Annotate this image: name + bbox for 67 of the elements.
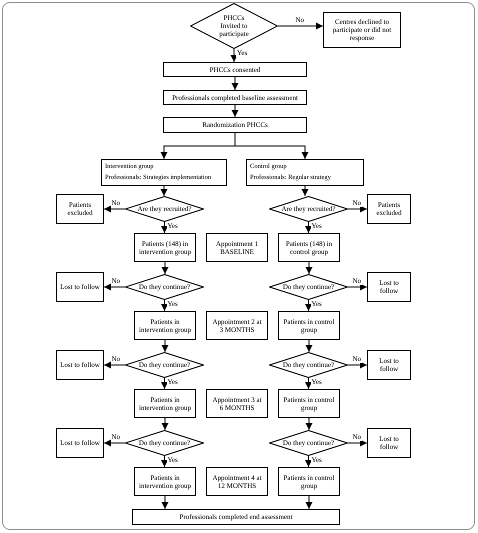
arrow [232,76,238,90]
arrow [234,132,308,160]
arrow [348,440,368,446]
arrow [302,186,308,196]
decision-diamond [269,430,348,456]
arrow [278,22,324,30]
process-box [367,350,411,380]
arrow [305,456,312,468]
process-box [323,12,401,48]
arrow [232,104,238,118]
process-box [163,90,307,105]
process-box [101,159,227,186]
process-box [163,62,307,77]
arrow [348,206,368,212]
process-box [134,389,196,418]
process-box [134,467,196,496]
process-box [278,467,340,496]
process-box [134,311,196,340]
decision-diamond [125,430,204,456]
decision-diamond [125,274,204,300]
process-box [56,428,104,458]
arrow [161,222,168,234]
process-box [278,311,340,340]
arrow [306,418,312,430]
arrow [305,378,312,390]
process-box [206,311,268,340]
arrow [306,496,312,510]
process-box [367,428,411,458]
decision-diamond [269,196,348,222]
arrow [161,300,168,312]
arrow [161,378,168,390]
process-box [206,233,268,262]
arrow [104,440,126,446]
process-box [278,389,340,418]
process-box [367,194,411,224]
process-box [246,159,364,186]
process-box [278,233,340,262]
arrow [348,362,368,368]
process-box [56,194,104,224]
decision-diamond [125,196,204,222]
arrow [305,300,312,312]
process-box [206,467,268,496]
decision-diamond [269,274,348,300]
arrow [104,362,126,368]
process-box [163,117,307,133]
process-box [132,509,340,525]
arrow [104,284,126,290]
decision-diamond [190,3,278,49]
process-box [206,389,268,418]
arrow [162,262,168,274]
arrow [348,284,368,290]
arrow [230,48,238,62]
process-box [56,272,104,302]
arrow [306,340,312,352]
arrow [160,186,168,196]
arrow [161,456,168,468]
arrow [305,222,312,234]
arrow [104,206,126,212]
arrow [162,340,168,352]
process-box [56,350,104,380]
arrow [306,262,312,274]
process-box [367,272,411,302]
decision-diamond [125,352,204,378]
process-box [134,233,196,262]
decision-diamond [269,352,348,378]
arrow [162,418,168,430]
arrow [162,496,168,510]
